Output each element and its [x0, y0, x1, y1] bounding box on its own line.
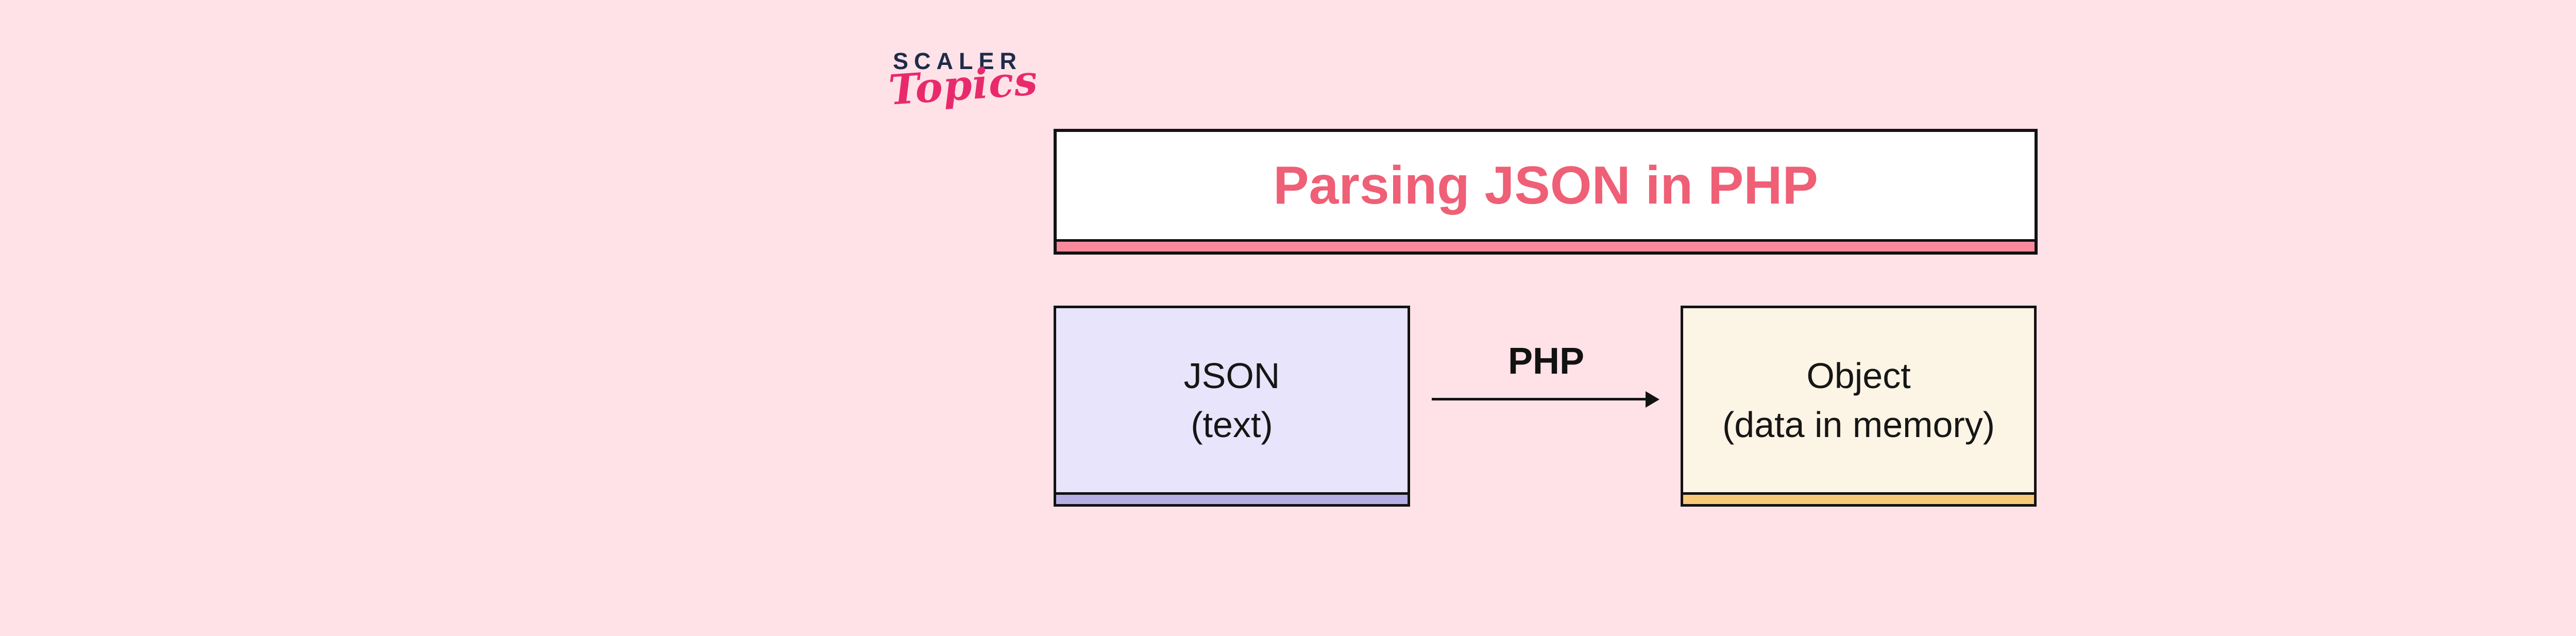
- arrow-head-icon: [1646, 391, 1659, 408]
- title-panel: Parsing JSON in PHP: [1054, 129, 2038, 255]
- logo-brand-text: SCALER: [893, 48, 1023, 74]
- arrow-label-php: PHP: [1507, 341, 1585, 382]
- object-target-box-body: Object (data in memory): [1683, 308, 2034, 492]
- json-source-box-body: JSON (text): [1056, 308, 1408, 492]
- flow-arrow-line: [1432, 398, 1646, 400]
- logo-script-text: Topics: [887, 55, 1040, 114]
- title-accent-strip: [1057, 239, 2035, 252]
- json-source-accent-strip: [1056, 492, 1408, 504]
- page-title: Parsing JSON in PHP: [1057, 132, 2035, 239]
- json-source-box: JSON (text): [1054, 306, 1410, 507]
- object-target-line2: (data in memory): [1722, 404, 1995, 445]
- object-target-accent-strip: [1683, 492, 2034, 504]
- scaler-topics-logo: SCALER Topics: [887, 48, 1047, 114]
- object-target-line1: Object: [1806, 355, 1911, 396]
- json-source-line2: (text): [1191, 404, 1273, 445]
- object-target-box: Object (data in memory): [1681, 306, 2037, 507]
- json-source-line1: JSON: [1183, 355, 1280, 396]
